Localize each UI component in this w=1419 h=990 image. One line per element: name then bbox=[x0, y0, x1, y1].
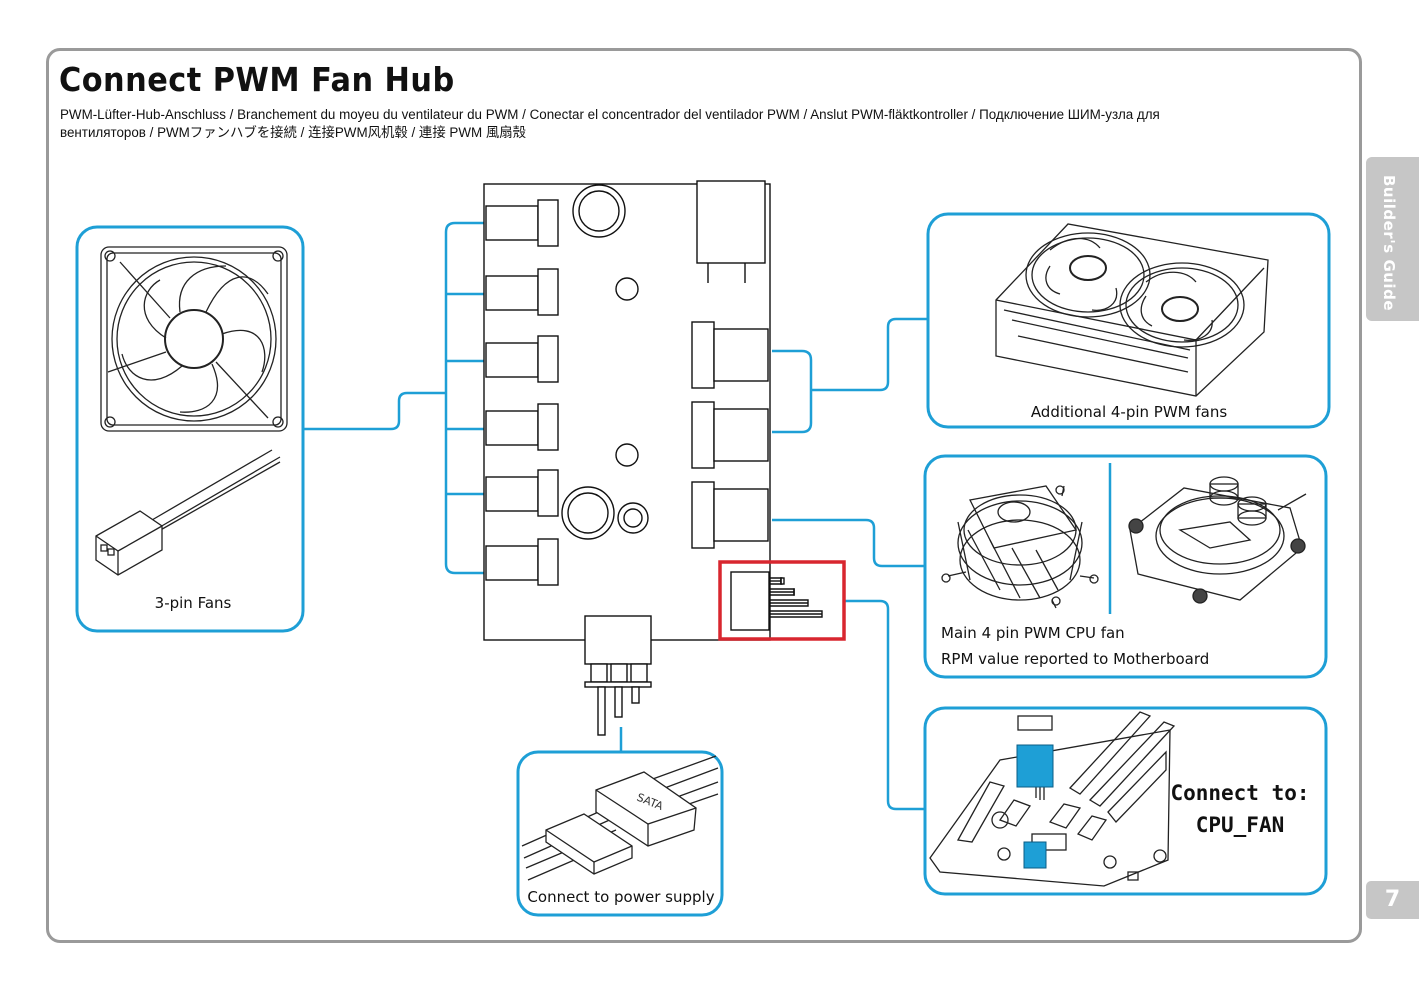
connect-to-label: Connect to: bbox=[1170, 781, 1309, 805]
additional-pwm-fans-callout bbox=[926, 212, 1331, 429]
cpu-fan-label-line1: Main 4 pin PWM CPU fan bbox=[941, 624, 1125, 642]
cpu-fan-header-label: CPU_FAN bbox=[1196, 813, 1285, 837]
builders-guide-label: Builder's Guide bbox=[1380, 175, 1398, 311]
page-number: 7 bbox=[1384, 887, 1401, 912]
subtitle-line-2: вентиляторов / PWMファンハブを接続 / 连接PWM风机毂 / … bbox=[60, 125, 527, 140]
cpu-fan-label-line2: RPM value reported to Motherboard bbox=[941, 650, 1209, 668]
three-pin-fans-label: 3-pin Fans bbox=[155, 594, 232, 612]
page-frame bbox=[46, 48, 1362, 943]
builders-guide-tab[interactable]: Builder's Guide bbox=[1366, 157, 1419, 321]
motherboard-illustration bbox=[929, 711, 1176, 887]
page-number-tab: 7 bbox=[1366, 881, 1419, 919]
water-block-illustration bbox=[1128, 476, 1307, 604]
motherboard-callout bbox=[923, 706, 1328, 896]
right-fan-headers bbox=[691, 321, 769, 549]
page-title: Connect PWM Fan Hub bbox=[59, 60, 455, 99]
additional-fans-label: Additional 4-pin PWM fans bbox=[1031, 403, 1228, 421]
connector-lines bbox=[303, 221, 928, 811]
power-connector bbox=[584, 615, 652, 665]
top-connector bbox=[696, 180, 766, 264]
hub-board bbox=[483, 180, 823, 736]
radiator-illustration bbox=[995, 223, 1269, 397]
power-supply-label: Connect to power supply bbox=[527, 888, 714, 906]
left-fan-headers bbox=[485, 199, 559, 586]
subtitle-line-1: PWM-Lüfter-Hub-Anschluss / Branchement d… bbox=[60, 107, 1160, 122]
cpu-header bbox=[730, 571, 770, 631]
cpu-fan-header-highlight bbox=[1016, 744, 1054, 869]
three-pin-fan-illustration bbox=[95, 246, 288, 576]
page-subtitle: PWM-Lüfter-Hub-Anschluss / Branchement d… bbox=[60, 106, 1320, 142]
cpu-cooler-illustration bbox=[941, 485, 1099, 609]
cpu-header-highlight bbox=[718, 560, 846, 641]
sata-connector-illustration: SATA bbox=[521, 755, 719, 881]
